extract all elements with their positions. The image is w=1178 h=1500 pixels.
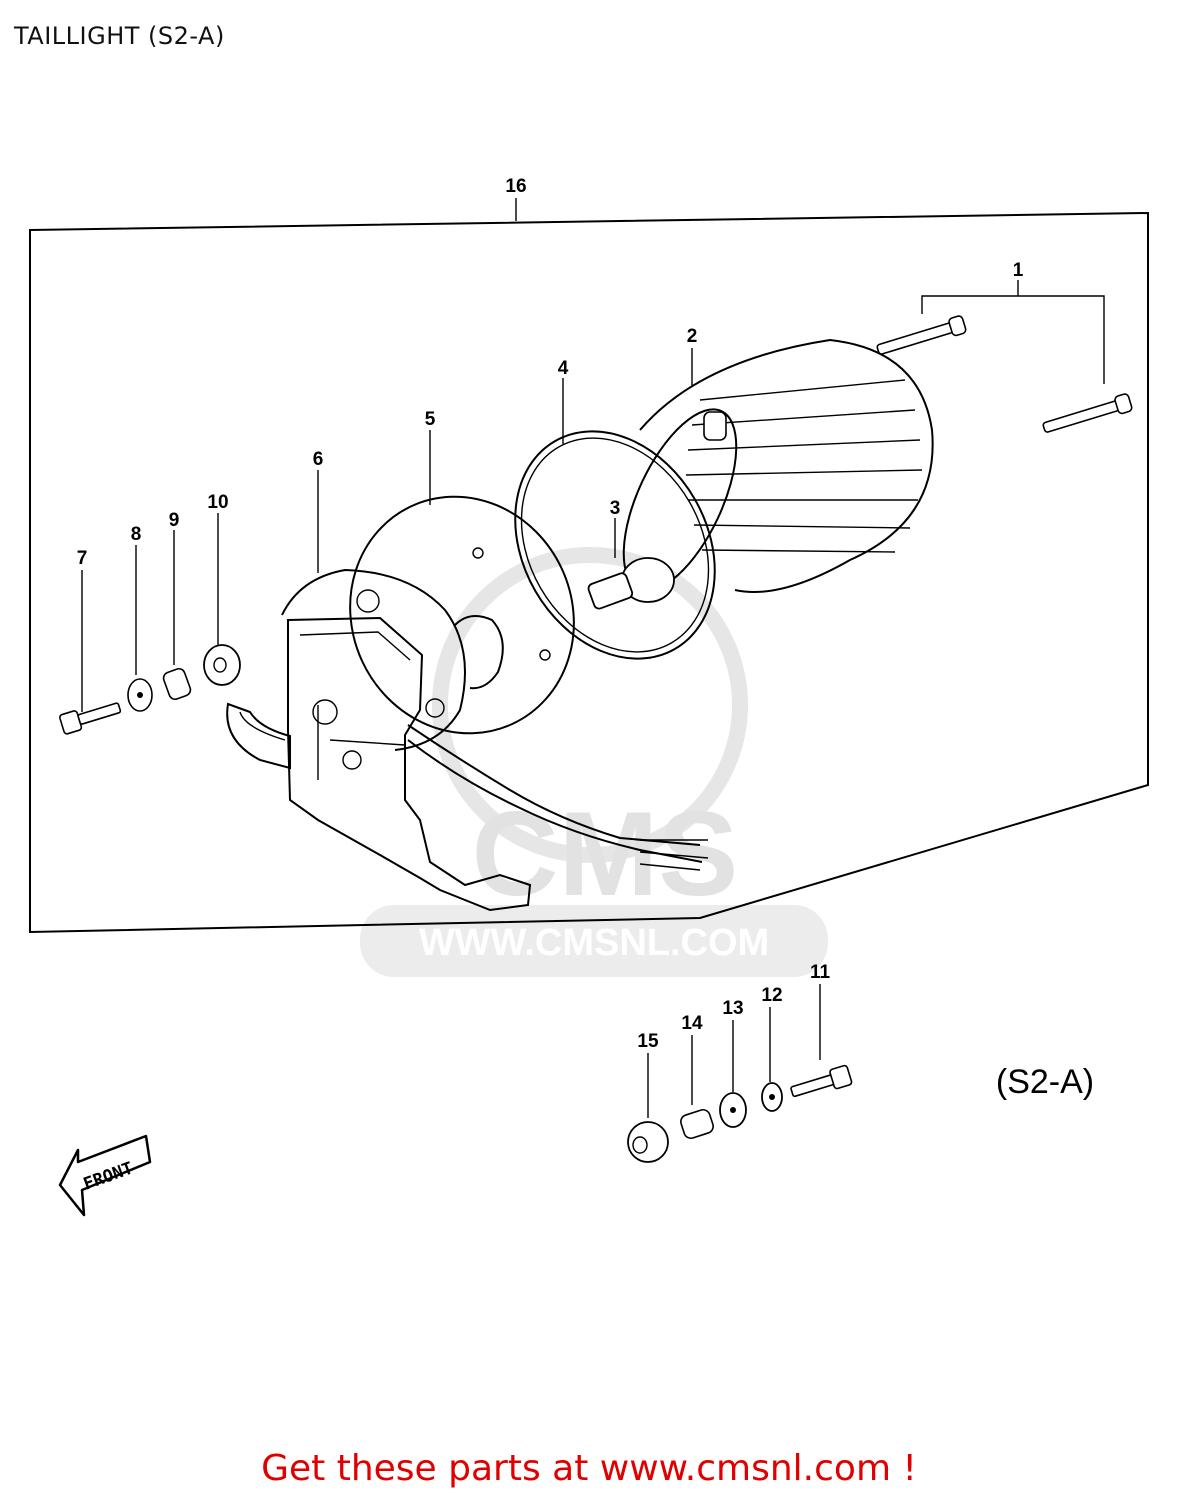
exploded-parts-diagram: CMS WWW.CMSNL.COM (29, 176, 1149, 1217)
callout-12: 12 (761, 985, 782, 1006)
part-6-base (226, 470, 709, 912)
watermark-logo: CMS (472, 787, 739, 921)
footer-link-text[interactable]: Get these parts at www.cmsnl.com ! (261, 1448, 917, 1489)
front-arrow: FRONT (58, 1134, 152, 1217)
part-10-grommet (203, 513, 241, 686)
callout-4: 4 (558, 358, 569, 379)
assembly-boundary (29, 211, 1149, 934)
part-1-screws (876, 280, 1133, 433)
callout-3: 3 (610, 498, 621, 519)
callout-13: 13 (722, 998, 743, 1019)
part-15-nut (627, 1053, 669, 1163)
part-4-gasket (514, 378, 716, 660)
callout-7: 7 (77, 548, 88, 569)
callout-1: 1 (1013, 260, 1024, 281)
callout-14: 14 (681, 1013, 703, 1034)
part-13-washer (719, 1020, 747, 1128)
callout-15: 15 (637, 1031, 659, 1052)
callout-numbers: 1 2 3 4 5 6 7 8 9 10 11 12 13 14 15 16 (77, 176, 1024, 1052)
part-12-washer (761, 1007, 783, 1112)
page-title: TAILLIGHT (S2-A) (14, 22, 225, 50)
part-7-bolt (59, 570, 122, 735)
watermark: CMS WWW.CMSNL.COM (360, 547, 828, 977)
callout-11: 11 (810, 962, 831, 983)
part-9-collar (162, 530, 192, 701)
callout-9: 9 (169, 510, 180, 531)
part-8-washer (127, 545, 153, 712)
callout-16: 16 (505, 176, 526, 197)
callout-2: 2 (687, 326, 698, 347)
part-14-collar (680, 1035, 714, 1140)
callout-6: 6 (313, 449, 324, 470)
part-5-base-gasket (349, 430, 575, 735)
model-label: (S2-A) (996, 1063, 1094, 1101)
callout-10: 10 (207, 492, 228, 513)
watermark-url: WWW.CMSNL.COM (419, 922, 769, 964)
part-11-bolt (790, 984, 853, 1098)
callout-5: 5 (425, 409, 436, 430)
part-3-bulb (587, 518, 675, 610)
callout-8: 8 (131, 524, 142, 545)
